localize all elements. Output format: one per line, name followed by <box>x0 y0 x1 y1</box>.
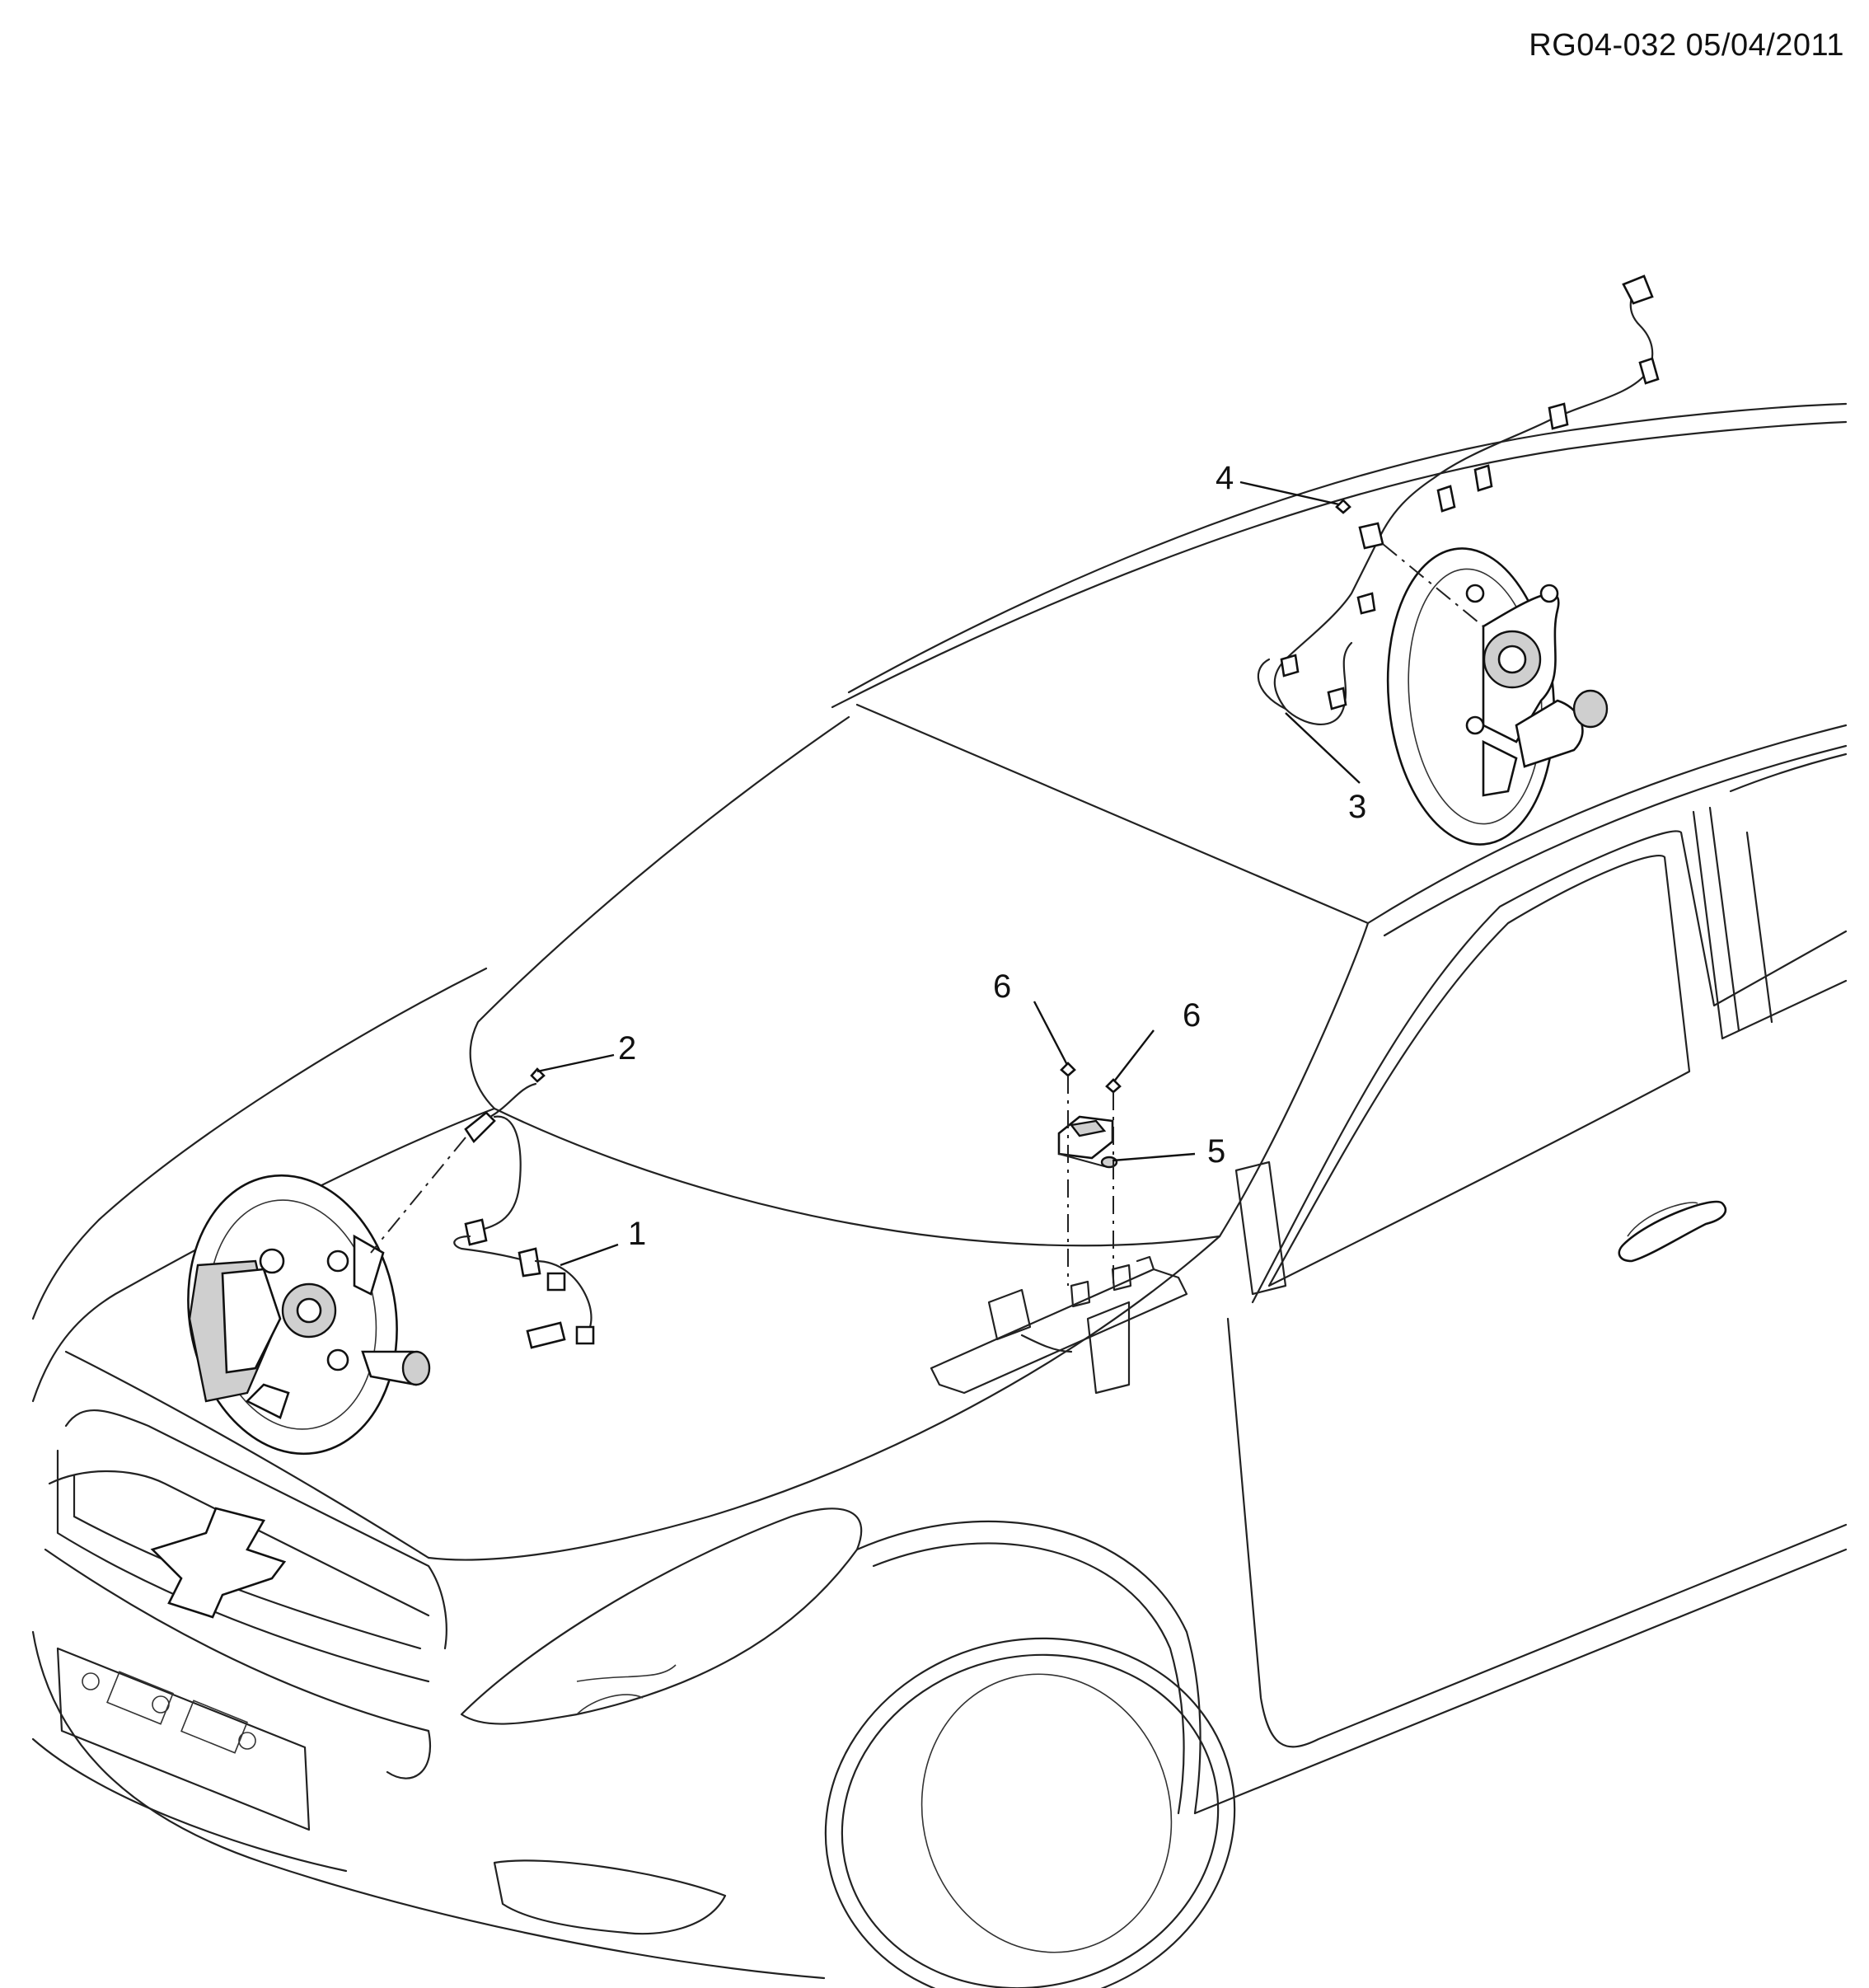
callout-2: 2 <box>618 1030 636 1067</box>
front-knuckle-assembly <box>187 1174 431 1456</box>
document-code: RG04-032 05/04/2011 <box>1529 28 1844 63</box>
callout-1: 1 <box>628 1216 646 1252</box>
callout-6-left: 6 <box>993 968 1011 1005</box>
rear-knuckle-assembly <box>1386 547 1609 846</box>
callout-3: 3 <box>1348 789 1366 825</box>
front-wheel-speed-sensor-harness <box>370 1067 595 1349</box>
callout-4: 4 <box>1216 460 1234 496</box>
callout-5: 5 <box>1207 1133 1225 1170</box>
callout-6-right: 6 <box>1183 997 1201 1034</box>
leader-lines <box>536 481 1361 1267</box>
sensor-module-bracket <box>930 1062 1188 1395</box>
rear-wheel-speed-sensor-harness <box>1257 274 1660 726</box>
